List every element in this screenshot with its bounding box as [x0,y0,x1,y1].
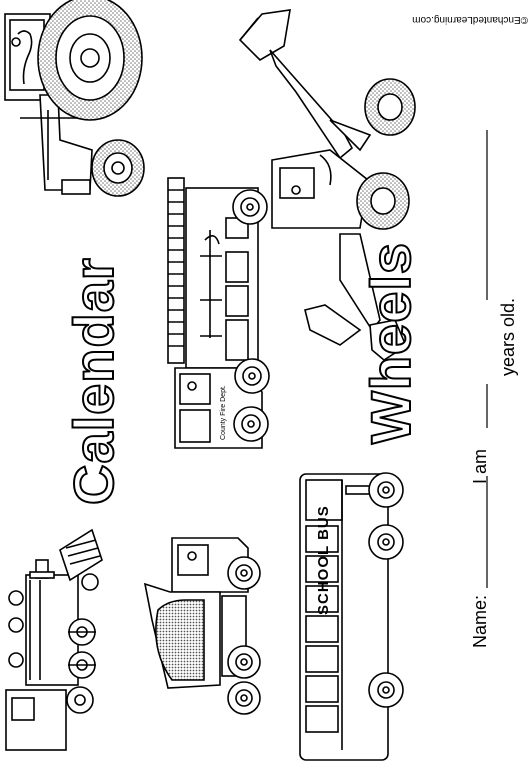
title-line-1: Wheels [358,241,423,445]
tractor-illustration [4,0,145,197]
school-bus-label: SCHOOL BUS [315,505,332,615]
fire-truck-illustration [167,177,270,449]
fire-truck-label: County Fire Dept. [220,385,227,440]
train-illustration [5,528,103,751]
age-suffix-label: years old. [498,297,518,376]
title-line-2: Calendar [61,256,126,506]
backhoe-illustration [238,9,416,361]
name-label: Name: [470,594,490,648]
age-prefix-label: I am [470,448,490,484]
school-bus-illustration [299,472,404,761]
dump-truck-illustration [143,537,261,715]
credit-text: ©EnchantedLearning.com [412,14,528,25]
